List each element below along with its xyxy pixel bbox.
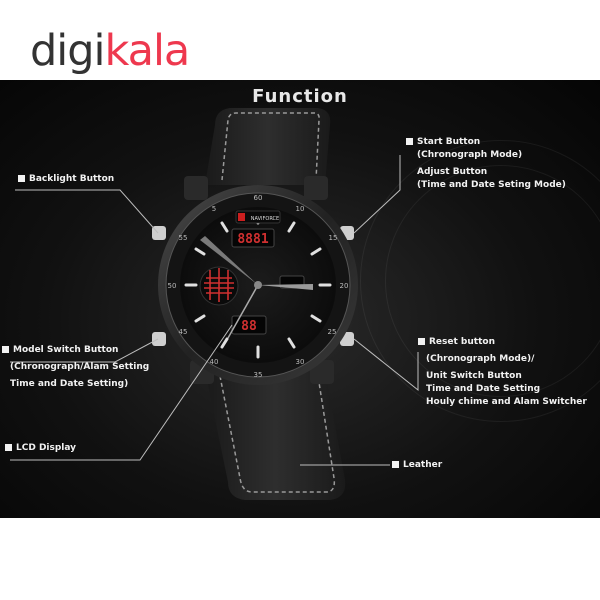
svg-text:10: 10 — [296, 205, 305, 213]
callout-start-line2: (Chronograph Mode) — [417, 150, 523, 160]
callout-reset-line4: Time and Date Setting — [426, 384, 541, 394]
callout-model-switch-line2: (Chronograph/Alam Setting — [10, 362, 150, 372]
callout-start: Start Button (Chronograph Mode) Adjust B… — [406, 136, 566, 192]
svg-text:55: 55 — [179, 234, 188, 242]
minute-hand — [258, 284, 313, 290]
second-hand — [227, 284, 259, 339]
hour-hand — [200, 236, 258, 285]
bullet-square-icon — [418, 338, 425, 345]
bullet-square-icon — [5, 444, 12, 451]
svg-text:25: 25 — [328, 328, 337, 336]
product-function-image: Function — [0, 80, 600, 518]
svg-text:15: 15 — [329, 234, 338, 242]
bullet-square-icon — [406, 138, 413, 145]
callout-lcd-label: LCD Display — [16, 443, 77, 453]
callout-start-line4: (Time and Date Seting Mode) — [417, 180, 566, 190]
world-subdial-pattern — [204, 268, 234, 302]
svg-text:50: 50 — [168, 282, 177, 290]
callout-backlight: Backlight Button — [18, 173, 114, 186]
callout-leather-label: Leather — [403, 460, 443, 470]
bullet-square-icon — [18, 175, 25, 182]
svg-text:20: 20 — [340, 282, 349, 290]
svg-text:35: 35 — [254, 371, 263, 379]
model-switch-button — [152, 332, 166, 346]
leather-strap-top — [205, 108, 331, 185]
callout-backlight-label: Backlight Button — [29, 174, 115, 184]
callout-model-switch-label: Model Switch Button — [13, 345, 119, 355]
callout-reset-line2: (Chronograph Mode)/ — [426, 354, 535, 364]
leather-strap-bottom — [205, 370, 346, 500]
svg-text:40: 40 — [210, 358, 219, 366]
brand-badge — [235, 210, 281, 224]
case-lug-top-left — [184, 176, 208, 200]
bullet-square-icon — [2, 346, 9, 353]
svg-text:5: 5 — [212, 205, 216, 213]
callout-leather: Leather — [392, 459, 442, 472]
logo-text-digi: digi — [30, 26, 105, 76]
callout-lcd: LCD Display — [5, 442, 76, 455]
digikala-logo[interactable]: digikala — [30, 26, 190, 76]
case-lug-top-right — [304, 176, 328, 200]
lcd-bottom-digits: 88 — [241, 319, 257, 334]
callout-model-switch-line3: Time and Date Setting) — [10, 379, 129, 389]
brand-text: NAVIFORCE — [251, 216, 279, 222]
callout-lines — [10, 155, 419, 466]
brand-logo-mark — [238, 213, 245, 221]
callout-reset: Reset button (Chronograph Mode)/ Unit Sw… — [418, 336, 587, 409]
bullet-square-icon — [392, 461, 399, 468]
callout-start-label: Start Button — [417, 137, 481, 147]
lcd-top-digits: 8881 — [237, 232, 268, 247]
callout-reset-line5: Houly chime and Alam Switcher — [426, 397, 587, 407]
svg-text:30: 30 — [296, 358, 305, 366]
background-dial-right-inner — [385, 165, 600, 397]
logo-text-kala: kala — [104, 26, 190, 76]
svg-text:60: 60 — [254, 194, 263, 202]
callout-reset-line3: Unit Switch Button — [426, 371, 522, 381]
panel-title: Function — [252, 86, 348, 107]
callout-start-line3: Adjust Button — [417, 167, 488, 177]
callout-reset-label: Reset button — [429, 337, 495, 347]
callout-model-switch: Model Switch Button (Chronograph/Alam Se… — [2, 344, 149, 391]
svg-text:45: 45 — [179, 328, 188, 336]
center-pin — [254, 281, 262, 289]
lcd-display-top — [231, 228, 275, 248]
